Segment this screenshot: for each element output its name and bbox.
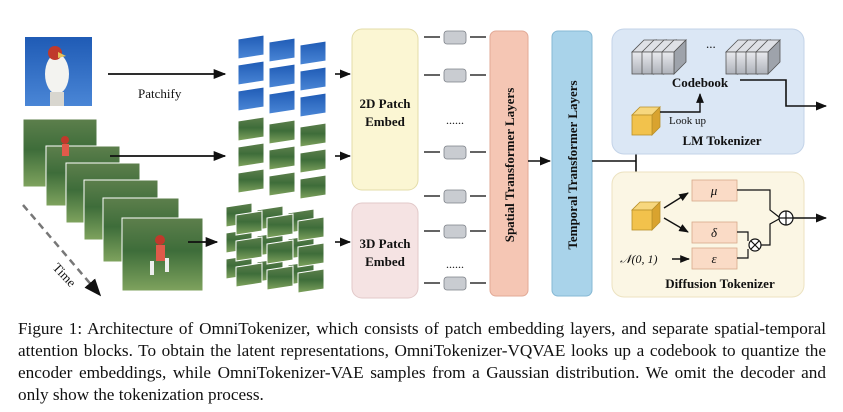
arrow-to-delta bbox=[663, 217, 689, 233]
epsilon-label: ε bbox=[711, 251, 717, 266]
token bbox=[443, 189, 467, 204]
lm-latent-vector bbox=[631, 106, 661, 136]
temporal-transformer-label: Temporal Transformer Layers bbox=[565, 80, 580, 249]
image-patch bbox=[299, 174, 327, 200]
patch-embed-2d-label-line2: Embed bbox=[365, 114, 406, 129]
patch-grid-image bbox=[237, 34, 327, 118]
image-patch bbox=[268, 145, 296, 171]
image-patch bbox=[299, 40, 327, 66]
patch-embed-3d-label-line2: Embed bbox=[365, 254, 406, 269]
image-patch bbox=[268, 37, 296, 63]
input-video-stack bbox=[22, 118, 204, 292]
patch-grid-video-2d bbox=[237, 116, 327, 200]
image-patch bbox=[299, 148, 327, 174]
codebook-label: Codebook bbox=[672, 75, 729, 90]
delta-to-multiply-line bbox=[737, 231, 749, 241]
patch-embed-2d-box bbox=[351, 28, 419, 191]
token bbox=[443, 68, 467, 83]
image-patch bbox=[235, 210, 263, 236]
image-patch bbox=[235, 262, 263, 288]
image-patch bbox=[268, 63, 296, 89]
patch-embed-3d-label-line1: 3D Patch bbox=[360, 236, 412, 251]
image-patch bbox=[268, 89, 296, 115]
token-dots-lower: ...... bbox=[446, 257, 464, 271]
mu-to-add-line bbox=[737, 189, 780, 218]
architecture-diagram: Time Patchify 2D Patch Embed 3D Patch Em… bbox=[22, 28, 828, 299]
patch-embed-2d-label-line1: 2D Patch bbox=[360, 96, 412, 111]
input-image-bird bbox=[25, 37, 92, 106]
image-patch bbox=[297, 242, 325, 268]
temporal-transformer-box bbox=[551, 30, 593, 297]
codebook-vector bbox=[661, 39, 687, 75]
patch-grids bbox=[225, 34, 327, 294]
patchify-label: Patchify bbox=[138, 86, 182, 101]
codebook-dots: ... bbox=[706, 36, 716, 51]
lm-output-arrow bbox=[740, 79, 828, 111]
token bbox=[443, 145, 467, 160]
image-patch bbox=[237, 116, 265, 142]
delta-label: δ bbox=[711, 225, 718, 240]
image-patch bbox=[268, 171, 296, 197]
time-arrow bbox=[22, 204, 102, 297]
image-patch bbox=[297, 268, 325, 294]
image-patch bbox=[268, 119, 296, 145]
image-patch bbox=[266, 265, 294, 291]
noise-label: 𝒩(0, 1) bbox=[620, 252, 658, 266]
token bbox=[443, 224, 467, 239]
spatial-transformer-box bbox=[489, 30, 529, 297]
image-patch bbox=[237, 142, 265, 168]
lm-tokenizer-label: LM Tokenizer bbox=[682, 133, 761, 148]
patch-grid-video-3d-front bbox=[235, 210, 325, 294]
image-patch bbox=[237, 86, 265, 112]
image-patch bbox=[237, 34, 265, 60]
mu-label: μ bbox=[710, 183, 718, 198]
token-dots-upper: ...... bbox=[446, 113, 464, 127]
lookup-arrow bbox=[660, 93, 704, 113]
image-patch bbox=[266, 239, 294, 265]
add-symbol bbox=[779, 211, 793, 225]
image-patch bbox=[297, 216, 325, 242]
image-patch bbox=[235, 236, 263, 262]
patch-embed-3d-box bbox=[351, 202, 419, 299]
image-patch bbox=[299, 122, 327, 148]
epsilon-to-multiply-line bbox=[737, 249, 749, 259]
image-patch bbox=[266, 213, 294, 239]
token bbox=[443, 30, 467, 45]
figure-caption: Figure 1: Architecture of OmniTokenizer,… bbox=[18, 319, 826, 404]
spatial-transformer-label: Spatial Transformer Layers bbox=[502, 88, 517, 243]
image-patch bbox=[237, 168, 265, 194]
token bbox=[443, 276, 467, 291]
codebook-vectors bbox=[631, 39, 781, 75]
lookup-label: Look up bbox=[669, 115, 706, 127]
diffusion-latent-vector bbox=[631, 201, 661, 231]
diffusion-tokenizer-label: Diffusion Tokenizer bbox=[665, 276, 775, 291]
image-patch bbox=[299, 92, 327, 118]
image-patch bbox=[237, 60, 265, 86]
multiply-symbol bbox=[750, 240, 760, 250]
image-patch bbox=[299, 66, 327, 92]
codebook-vector bbox=[755, 39, 781, 75]
multiply-to-add-line bbox=[761, 218, 780, 246]
arrow-to-mu bbox=[663, 192, 689, 209]
token-column bbox=[424, 30, 486, 291]
